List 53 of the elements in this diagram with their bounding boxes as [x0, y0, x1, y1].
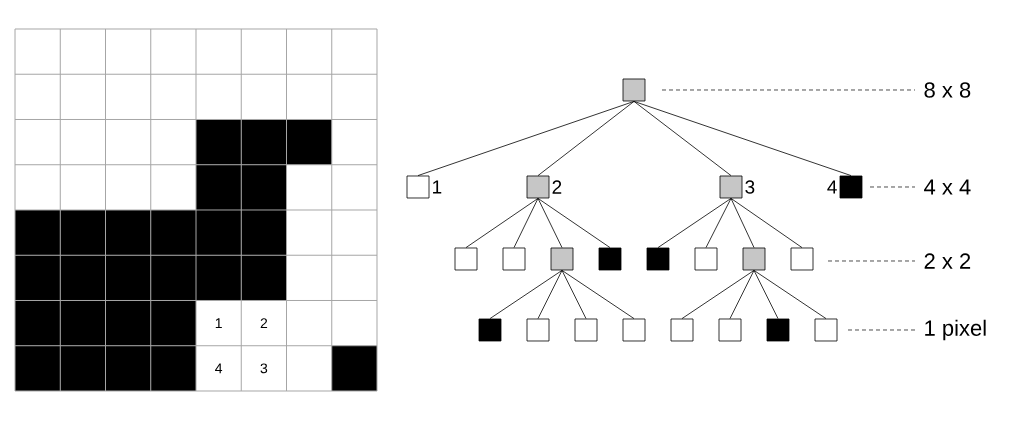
tree-square — [598, 247, 622, 271]
tree-square — [622, 78, 646, 102]
node-number: 4 — [827, 180, 837, 194]
tree-line — [513, 198, 539, 248]
tree-line — [657, 198, 732, 248]
tree-line — [465, 198, 539, 248]
tree-square — [670, 318, 694, 342]
tree-line — [561, 270, 587, 319]
level-label: 8 x 8 — [924, 82, 971, 98]
tree-line — [489, 270, 563, 319]
tree-line — [681, 270, 755, 319]
tree-line — [730, 198, 755, 248]
node-number: 2 — [552, 180, 562, 194]
tree-square — [646, 247, 670, 271]
tree-line — [730, 198, 803, 248]
cell-number: 4 — [215, 363, 223, 374]
cell-number: 2 — [260, 318, 268, 328]
tree-square — [839, 175, 863, 199]
node-number: 1 — [433, 180, 442, 194]
cell-number: 1 — [215, 318, 222, 328]
level-label: 4 x 4 — [924, 179, 971, 195]
tree-line — [729, 270, 755, 319]
tree-square — [406, 175, 430, 199]
tree-line — [633, 101, 732, 176]
tree-square — [550, 247, 574, 271]
tree-square — [502, 247, 526, 271]
node-number: 3 — [745, 180, 755, 194]
tree-square — [766, 318, 790, 342]
tree-square — [454, 247, 478, 271]
level-label: 2 x 2 — [924, 253, 971, 269]
tree-line — [417, 101, 635, 176]
tree-line — [537, 270, 563, 319]
tree-line — [561, 270, 635, 319]
tree-square — [694, 247, 718, 271]
cell-number: 3 — [260, 363, 268, 374]
tree-square — [526, 318, 550, 342]
tree-line — [705, 198, 732, 248]
tree-line — [753, 270, 779, 319]
tree-square — [719, 175, 743, 199]
tree-square — [574, 318, 598, 342]
tree-line — [633, 101, 852, 176]
tree-line — [537, 198, 611, 248]
tree-line — [753, 270, 827, 319]
tree-square — [718, 318, 742, 342]
level-label: 1 pixel — [925, 319, 986, 341]
tree-square — [790, 247, 814, 271]
tree-square — [814, 318, 838, 342]
tree-square — [742, 247, 766, 271]
tree-square — [622, 318, 646, 342]
tree-square — [478, 318, 502, 342]
tree-line — [537, 198, 563, 248]
tree-square — [526, 175, 550, 199]
tree-line — [537, 101, 635, 176]
